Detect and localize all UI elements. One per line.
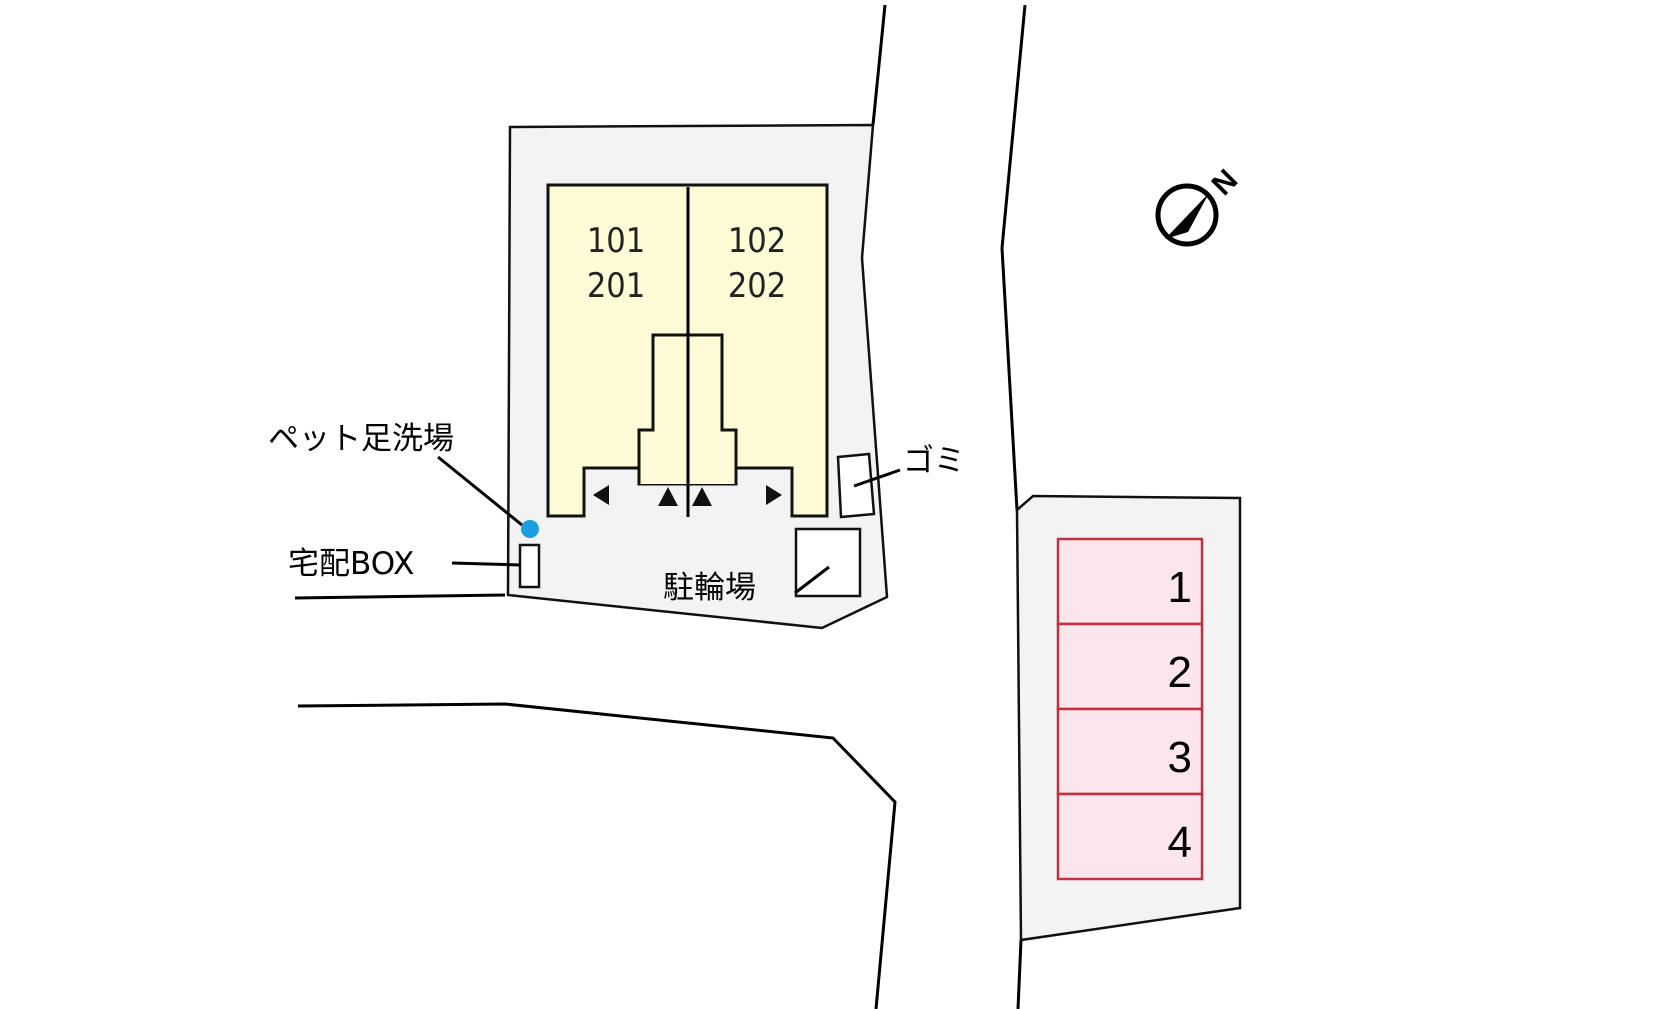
parking-space-2-label: 2 — [1168, 648, 1192, 697]
delivery-box-leader-line — [451, 561, 521, 567]
unit-202-label: 202 — [728, 266, 786, 306]
road-lines — [294, 4, 1027, 1009]
entrance-arrow-left-icon — [593, 485, 609, 505]
road-line-right — [1000, 4, 1027, 511]
road-line-left-lower — [297, 702, 897, 1009]
bicycle-parking-label: 駐輪場 — [663, 570, 756, 606]
pet-wash-leader-line — [437, 455, 523, 527]
road-line-upper-west — [294, 593, 506, 600]
parking-space-1-label: 1 — [1168, 563, 1192, 612]
parking-lot: 1 2 3 4 — [1015, 494, 1242, 942]
entrance-arrow-up-icon — [658, 487, 678, 506]
pet-wash-marker — [521, 520, 539, 538]
north-compass-icon: N — [1155, 163, 1244, 247]
unit-101-label: 101 — [587, 221, 645, 261]
parking-space-4-label: 4 — [1168, 818, 1192, 867]
unit-102-label: 102 — [728, 221, 786, 261]
entrance-arrow-up-icon — [692, 487, 712, 506]
road-line-right-lower — [1016, 939, 1023, 1009]
apartment-building: 101 201 102 202 — [546, 183, 829, 518]
delivery-box-label: 宅配BOX — [288, 546, 414, 582]
parking-space-4 — [1056, 792, 1204, 881]
compass-arrow-icon — [1165, 193, 1209, 239]
pet-wash-label: ペット足洗場 — [268, 421, 454, 457]
parking-space-3-label: 3 — [1168, 733, 1192, 782]
road-line-left-upper — [871, 4, 887, 126]
entrance-arrow-right-icon — [766, 485, 782, 505]
garbage-label: ゴミ — [903, 443, 965, 479]
delivery-box — [518, 543, 541, 589]
compass-ring — [1155, 183, 1219, 247]
unit-201-label: 201 — [587, 266, 645, 306]
garbage-leader-line — [853, 468, 901, 488]
bicycle-parking-leader-line — [794, 565, 830, 595]
parking-space-3 — [1056, 707, 1204, 796]
parking-space-2 — [1056, 622, 1204, 711]
